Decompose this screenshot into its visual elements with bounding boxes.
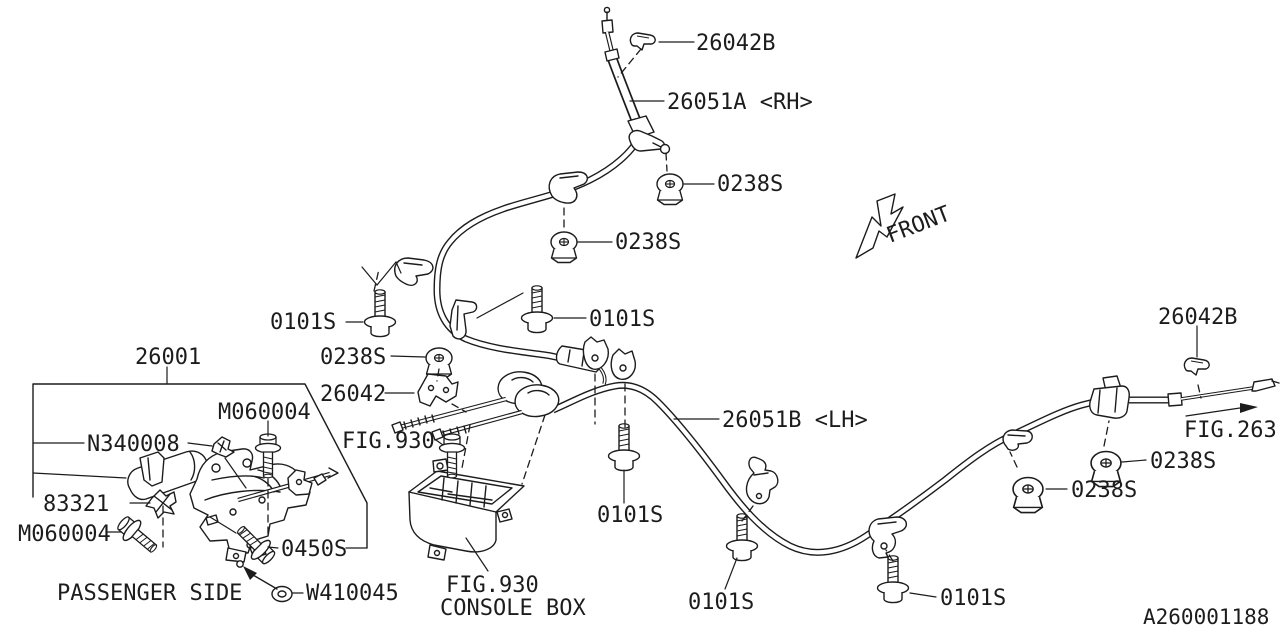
clamp-rear	[1002, 429, 1033, 451]
callout-0238s-bracket: 0238S	[320, 345, 386, 370]
front-arrow-icon	[855, 193, 904, 259]
callout-26051a-rh: 26051A <RH>	[667, 90, 813, 115]
clamp-vertical	[449, 299, 478, 340]
clamp-upper	[548, 171, 589, 204]
leader-lines	[32, 41, 1258, 598]
callout-0238s-right2: 0238S	[1071, 478, 1137, 503]
nut-icon	[550, 231, 578, 264]
callout-labels: 26042B 26051A <RH> 0238S 0238S 0101S 010…	[18, 31, 1277, 629]
fasteners	[112, 32, 1210, 604]
callout-26051b-lh: 26051B <LH>	[722, 408, 868, 433]
callout-0101s-midbottom: 0101S	[597, 503, 663, 528]
callout-26042: 26042	[320, 382, 386, 407]
nut-icon	[656, 173, 684, 206]
cable-clamps	[394, 129, 1130, 559]
front-cable-clevis	[287, 469, 313, 496]
direction-arrowhead	[243, 566, 257, 580]
callout-0101s-bottomleft: 0101S	[688, 590, 754, 615]
drawing-number: A260001188	[1143, 605, 1269, 629]
bracket-26042	[417, 373, 459, 407]
callout-console-box: CONSOLE BOX	[440, 596, 586, 621]
callout-w410045: W410045	[306, 581, 399, 606]
grommet-boot	[1089, 385, 1130, 419]
callout-0238s-top: 0238S	[717, 172, 783, 197]
callout-0238s-mid: 0238S	[615, 230, 681, 255]
callout-n340008: N340008	[87, 432, 180, 457]
callout-fig930-console: FIG.930	[446, 573, 539, 598]
equalizer-bracket-upper	[582, 336, 609, 370]
bolt-icon	[876, 555, 910, 604]
clip-icon	[629, 32, 656, 51]
screw-icon	[112, 511, 164, 560]
grommet-w410045	[271, 585, 293, 603]
callout-0238s-right1: 0238S	[1150, 449, 1216, 474]
front-direction-indicator: FRONT	[855, 193, 954, 259]
callout-26001: 26001	[135, 345, 201, 370]
callout-0101s-bottomright: 0101S	[940, 586, 1006, 611]
fig263-arrowhead	[1240, 403, 1258, 413]
callout-fig930-bolt: FIG.930	[342, 429, 435, 454]
assembly-boundary-box	[32, 383, 368, 549]
equalizer-bracket-lower	[610, 348, 636, 380]
bolt-icon	[363, 289, 397, 338]
stud-bracket	[628, 129, 665, 152]
callout-0101s-center: 0101S	[589, 307, 655, 332]
callout-m060004-lower: M060004	[18, 522, 111, 547]
equalizer-and-adjuster-rods	[391, 336, 636, 441]
passenger-side-note: PASSENGER SIDE	[57, 581, 242, 606]
clamp-bottom	[868, 516, 908, 559]
console-box	[408, 458, 525, 561]
callout-fig263: FIG.263	[1184, 418, 1277, 443]
grommet-icon	[1012, 476, 1044, 514]
callout-0101s-left: 0101S	[270, 310, 336, 335]
callout-m060004-upper: M060004	[218, 400, 311, 425]
clip-icon	[1183, 357, 1210, 376]
bolt-icon	[607, 423, 641, 472]
cable-lh-26051b	[551, 378, 1280, 556]
switch-bracket-83321	[139, 451, 165, 487]
hook-bracket-left	[394, 257, 434, 286]
callout-26042b-top: 26042B	[696, 31, 775, 56]
dashed-leaders	[162, 48, 1202, 562]
front-label: FRONT	[883, 202, 954, 249]
callout-83321: 83321	[43, 492, 109, 517]
callout-0450s: 0450S	[281, 537, 347, 562]
lever-assembly-26001	[32, 383, 368, 563]
callout-26042b-right: 26042B	[1158, 305, 1237, 330]
bolt-icon	[520, 285, 554, 334]
hook-bracket-lh	[745, 456, 779, 505]
